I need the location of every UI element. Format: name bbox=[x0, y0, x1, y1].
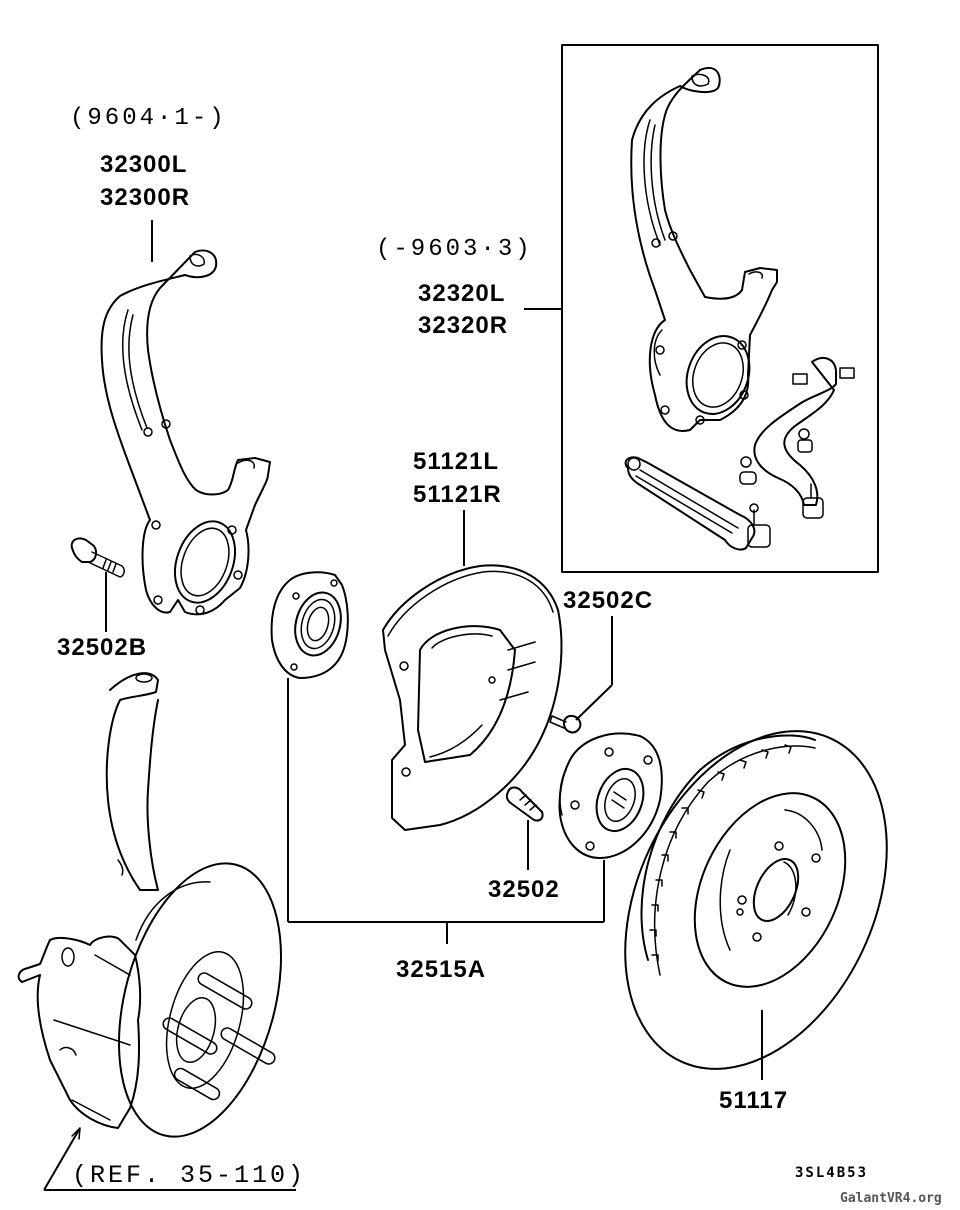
label-part-32502[interactable]: 32502 bbox=[488, 876, 560, 903]
label-part-32502c[interactable]: 32502C bbox=[563, 587, 654, 614]
dust-shield bbox=[382, 510, 563, 831]
watermark: GalantVR4.org bbox=[840, 1191, 942, 1206]
hub-bearing bbox=[270, 571, 349, 679]
label-part-32320r[interactable]: 32320R bbox=[418, 312, 509, 339]
disc-vent-slots bbox=[649, 744, 792, 962]
label-part-32300l[interactable]: 32300L bbox=[100, 151, 188, 178]
label-part-32502b[interactable]: 32502B bbox=[57, 634, 148, 661]
label-part-32300r[interactable]: 32300R bbox=[100, 184, 191, 211]
label-part-32515a[interactable]: 32515A bbox=[396, 956, 487, 983]
label-part-32320l[interactable]: 32320L bbox=[418, 280, 506, 307]
inset-box-old-knuckle bbox=[524, 44, 879, 573]
label-part-51117[interactable]: 51117 bbox=[719, 1087, 789, 1114]
label-knuckle-new-date: (9604·1-) bbox=[70, 105, 227, 132]
wheel-hub bbox=[558, 732, 663, 922]
brake-disc bbox=[624, 730, 888, 1080]
hub-assembly-bracket bbox=[287, 678, 604, 944]
hub-bolt-32502 bbox=[505, 786, 544, 870]
label-part-51121r[interactable]: 51121R bbox=[413, 481, 502, 508]
label-part-51121l[interactable]: 51121L bbox=[413, 448, 500, 475]
bolt-32502b bbox=[70, 537, 125, 632]
lower-arm-lateral bbox=[624, 456, 771, 551]
steering-knuckle-old bbox=[630, 67, 778, 432]
label-reference-35-110[interactable]: (REF. 35-110) bbox=[72, 1161, 307, 1190]
steering-knuckle-new bbox=[100, 220, 271, 616]
lower-arm-compression bbox=[739, 356, 855, 519]
label-knuckle-old-date: (-9603·3) bbox=[376, 236, 533, 263]
reference-arrow bbox=[43, 1127, 296, 1191]
drawing-code: 3SL4B53 bbox=[795, 1165, 869, 1181]
reference-assembly-brake-caliper bbox=[17, 672, 283, 1138]
bolt-32502c bbox=[549, 616, 613, 734]
